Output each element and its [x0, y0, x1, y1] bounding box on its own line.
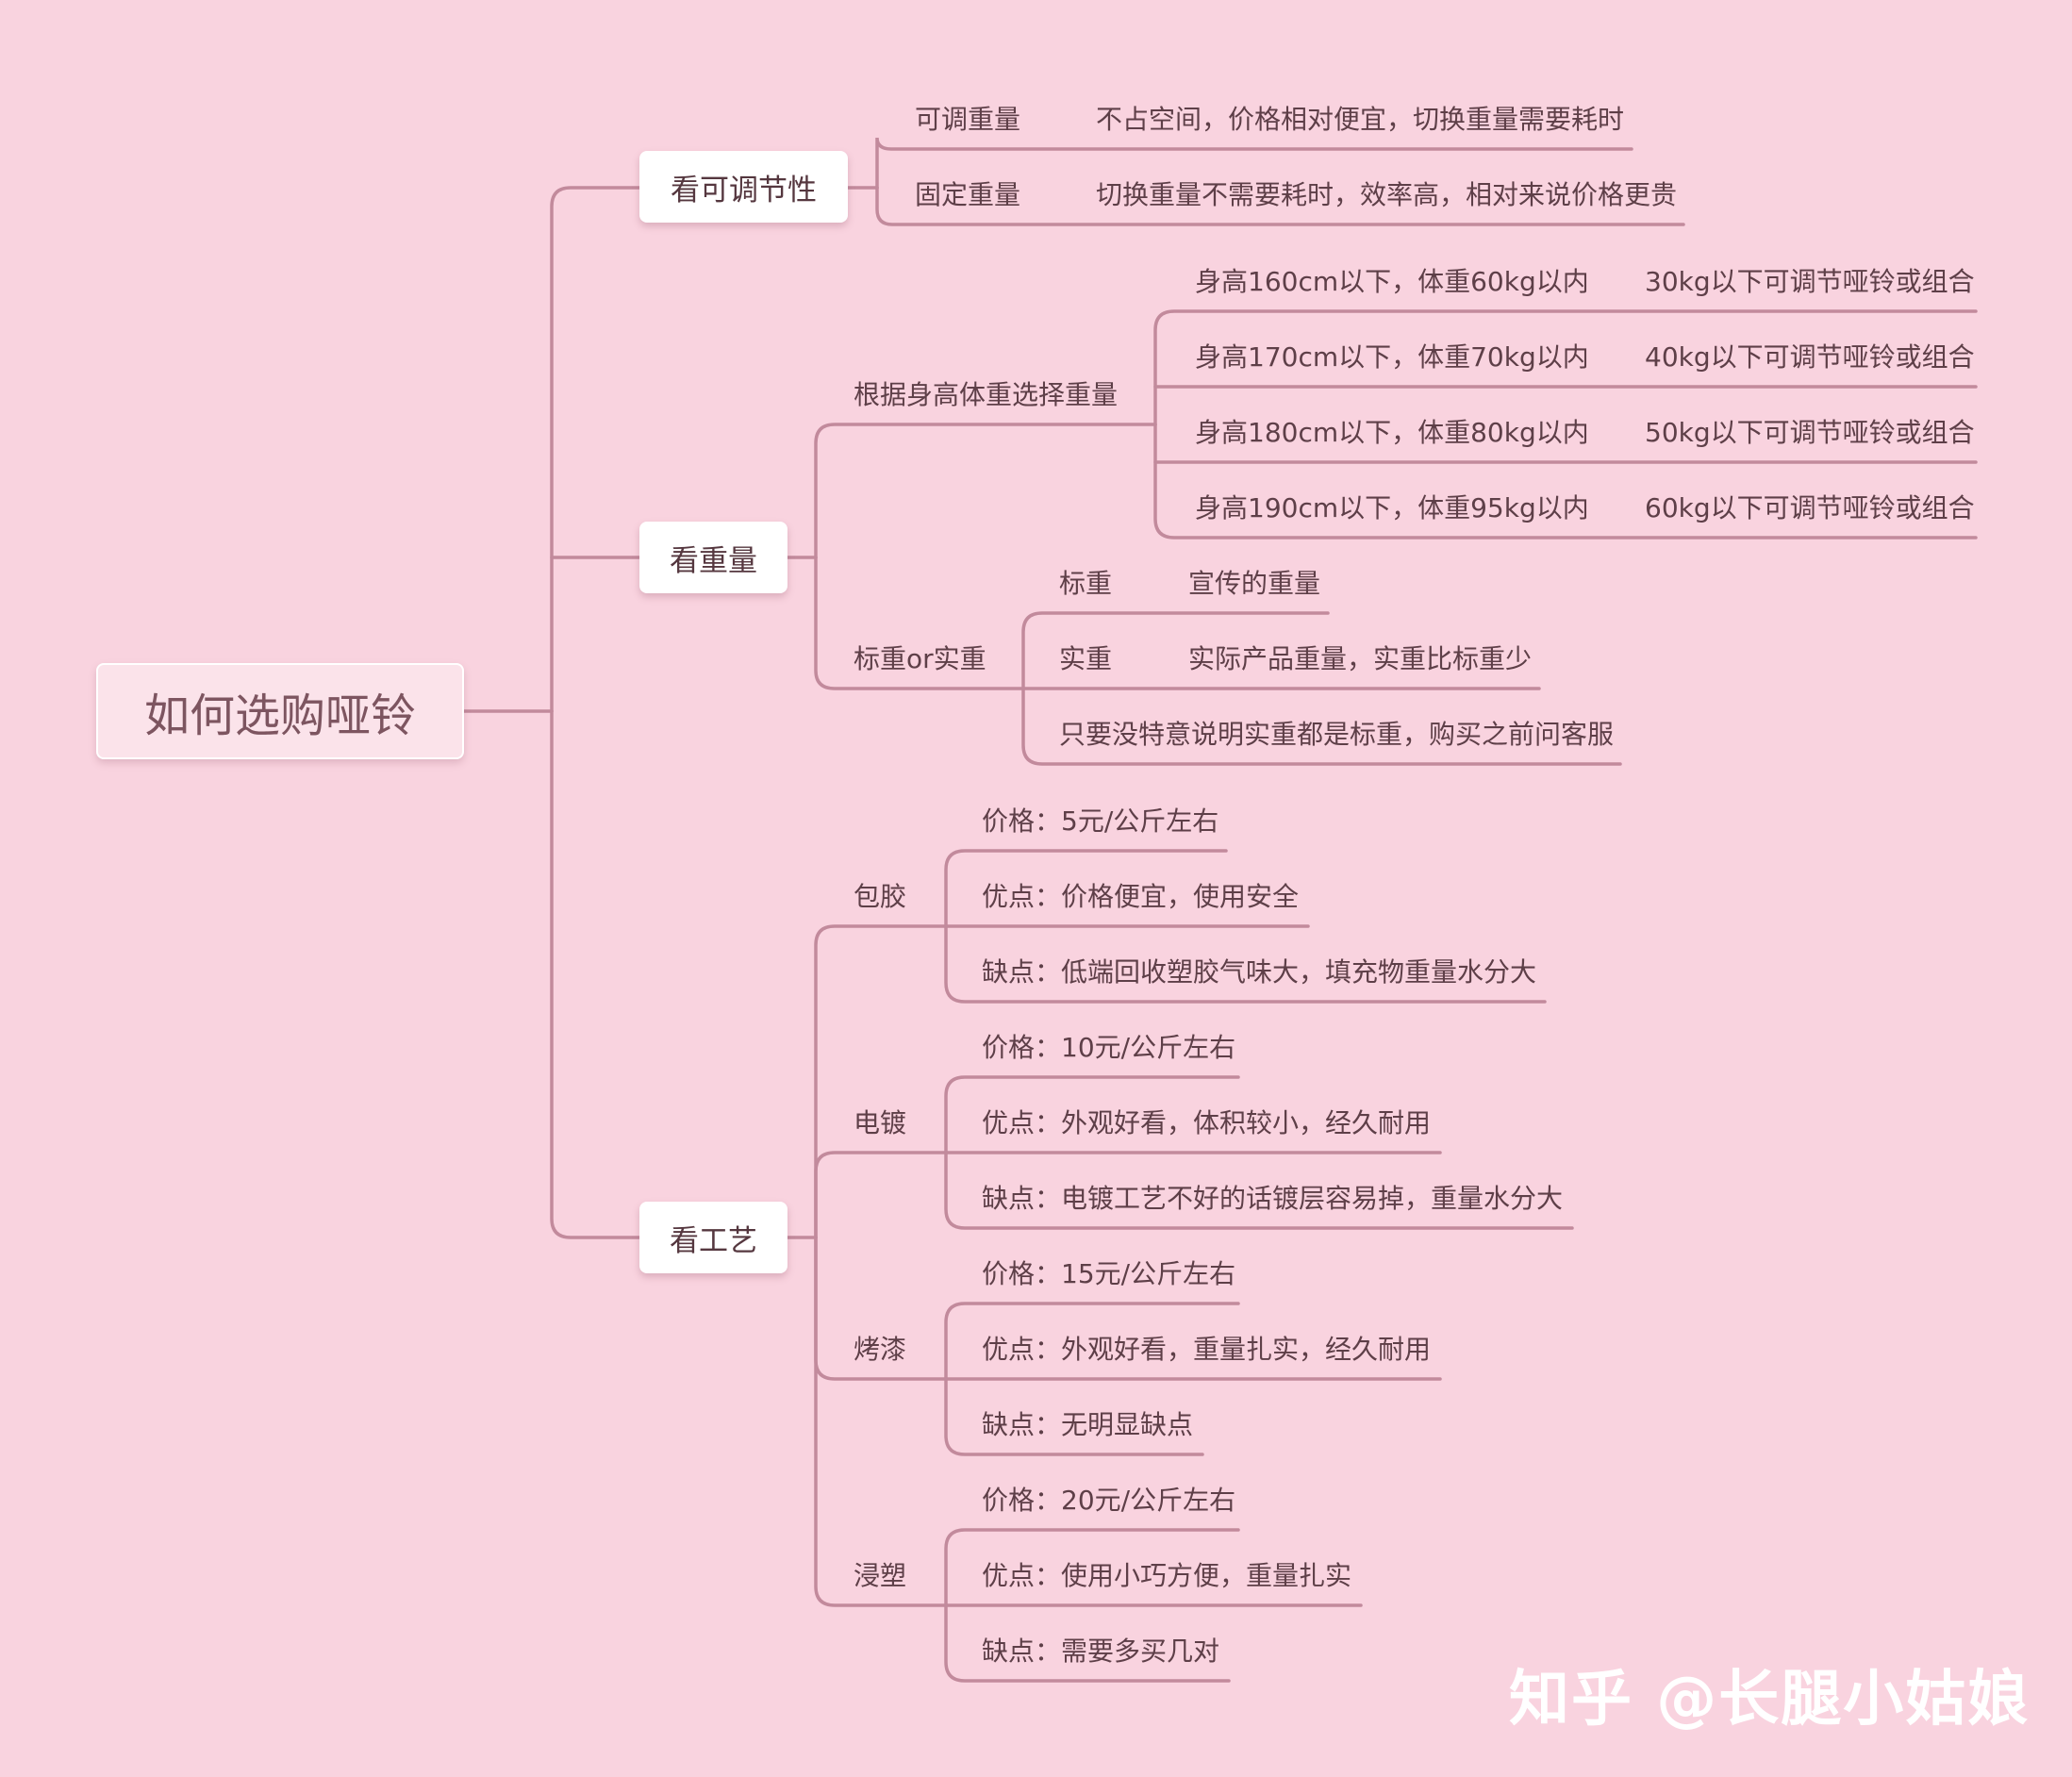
fixed-weight-label[interactable]: 固定重量 [915, 179, 1021, 210]
body-rec-row[interactable]: 60kg以下可调节哑铃或组合 [1645, 492, 1975, 523]
body-cond-row[interactable]: 身高170cm以下，体重70kg以内 [1195, 341, 1589, 373]
craft-pros[interactable]: 优点：外观好看，重量扎实，经久耐用 [982, 1334, 1432, 1365]
craft-pros[interactable]: 优点：价格便宜，使用安全 [982, 881, 1300, 912]
topic-weight[interactable]: 看重量 [639, 522, 787, 593]
topic-adjustability[interactable]: 看可调节性 [639, 151, 848, 223]
craft-pros[interactable]: 优点：外观好看，体积较小，经久耐用 [982, 1107, 1432, 1138]
adjustable-weight-desc[interactable]: 不占空间，价格相对便宜，切换重量需要耗时 [1096, 104, 1625, 135]
nominal-vs-actual-label[interactable]: 标重or实重 [854, 643, 986, 674]
craft-price[interactable]: 价格：15元/公斤左右 [982, 1258, 1236, 1289]
root-topic[interactable]: 如何选购哑铃 [96, 663, 464, 759]
craft-cons[interactable]: 缺点：电镀工艺不好的话镀层容易掉，重量水分大 [982, 1183, 1564, 1214]
craft-pros[interactable]: 优点：使用小巧方便，重量扎实 [982, 1560, 1352, 1591]
craft-type-plated[interactable]: 电镀 [854, 1107, 907, 1138]
nominal-weight-label[interactable]: 标重 [1059, 568, 1113, 599]
actual-weight-desc[interactable]: 实际产品重量，实重比标重少 [1188, 643, 1533, 674]
adjustable-weight-label[interactable]: 可调重量 [915, 104, 1021, 135]
body-cond-row[interactable]: 身高180cm以下，体重80kg以内 [1195, 417, 1589, 448]
fixed-weight-desc[interactable]: 切换重量不需要耗时，效率高，相对来说价格更贵 [1096, 179, 1678, 210]
craft-type-rubber[interactable]: 包胶 [854, 881, 907, 912]
body-cond-row[interactable]: 身高190cm以下，体重95kg以内 [1195, 492, 1589, 523]
body-rec-row[interactable]: 30kg以下可调节哑铃或组合 [1645, 266, 1975, 297]
craft-price[interactable]: 价格：10元/公斤左右 [982, 1032, 1236, 1063]
actual-weight-label[interactable]: 实重 [1059, 643, 1113, 674]
craft-cons[interactable]: 缺点：需要多买几对 [982, 1636, 1220, 1667]
nominal-weight-desc[interactable]: 宣传的重量 [1188, 568, 1321, 599]
craft-type-dipped[interactable]: 浸塑 [854, 1560, 907, 1591]
weight-by-body-label[interactable]: 根据身高体重选择重量 [854, 379, 1119, 410]
body-cond-row[interactable]: 身高160cm以下，体重60kg以内 [1195, 266, 1589, 297]
topic-craft[interactable]: 看工艺 [639, 1202, 787, 1273]
craft-price[interactable]: 价格：20元/公斤左右 [982, 1485, 1236, 1516]
craft-cons[interactable]: 缺点：低端回收塑胶气味大，填充物重量水分大 [982, 956, 1537, 988]
craft-price[interactable]: 价格：5元/公斤左右 [982, 805, 1219, 837]
watermark: 知乎 @长腿小姑娘 [1509, 1665, 2031, 1735]
nominal-note[interactable]: 只要没特意说明实重都是标重，购买之前问客服 [1059, 719, 1615, 750]
body-rec-row[interactable]: 40kg以下可调节哑铃或组合 [1645, 341, 1975, 373]
body-rec-row[interactable]: 50kg以下可调节哑铃或组合 [1645, 417, 1975, 448]
craft-type-painted[interactable]: 烤漆 [854, 1334, 907, 1365]
craft-cons[interactable]: 缺点：无明显缺点 [982, 1409, 1194, 1440]
